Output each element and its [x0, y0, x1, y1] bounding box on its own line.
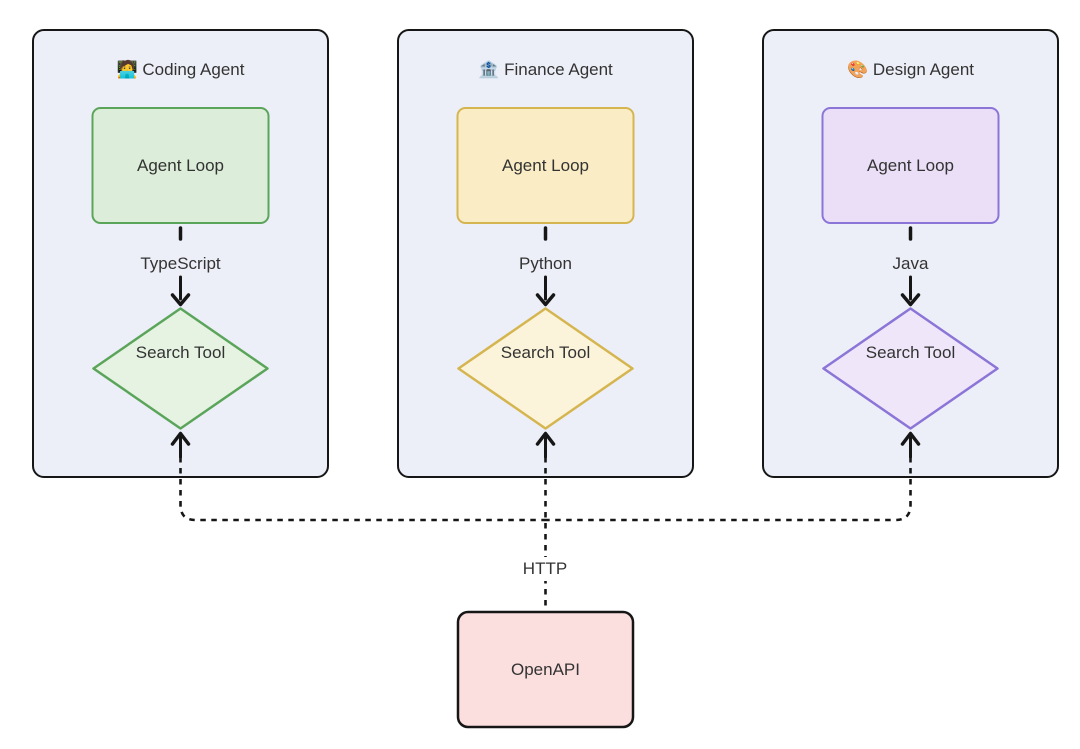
- openapi-node: [456, 610, 635, 729]
- openapi-label: OpenAPI: [511, 659, 580, 679]
- http-edge-label: HTTP: [507, 557, 583, 581]
- design-api-arrowhead-icon: [900, 431, 921, 446]
- coding-api-arrowhead-icon: [170, 431, 191, 446]
- finance-agent-group: [397, 29, 694, 612]
- coding-agent-title: 🧑‍💻 Coding Agent: [116, 60, 245, 79]
- finance-search-tool-label: Search Tool: [500, 343, 591, 362]
- finance-loop-to-tool-arrowhead-icon: [535, 293, 556, 307]
- finance-search-tool-diamond: [457, 307, 634, 430]
- finance-agent-loop-node: [456, 107, 635, 224]
- coding-api-dashed-connector: [179, 457, 546, 522]
- design-search-tool-diamond: [822, 307, 999, 430]
- coding-loop-to-tool-arrowhead-icon: [170, 293, 191, 307]
- design-search-tool-label: Search Tool: [865, 343, 956, 362]
- design-agent-group: [545, 29, 1059, 522]
- coding-agent-group: [32, 29, 546, 522]
- finance-agent-loop-label: Agent Loop: [502, 155, 589, 175]
- design-edge-language-label: Java: [892, 254, 929, 273]
- coding-search-tool-diamond: [92, 307, 269, 430]
- design-loop-to-tool-arrowhead-icon: [900, 293, 921, 307]
- finance-edge-language-label: Python: [519, 254, 572, 273]
- finance-agent-title: 🏦 Finance Agent: [478, 60, 613, 79]
- design-agent-loop-label: Agent Loop: [867, 155, 954, 175]
- finance-api-arrowhead-icon: [535, 431, 556, 446]
- design-agent-loop-node: [821, 107, 1000, 224]
- design-api-dashed-connector: [545, 457, 912, 522]
- design-agent-title: 🎨 Design Agent: [846, 60, 975, 79]
- coding-agent-loop-label: Agent Loop: [137, 155, 224, 175]
- coding-search-tool-label: Search Tool: [135, 343, 226, 362]
- coding-edge-language-label: TypeScript: [140, 254, 221, 273]
- coding-agent-loop-node: [91, 107, 270, 224]
